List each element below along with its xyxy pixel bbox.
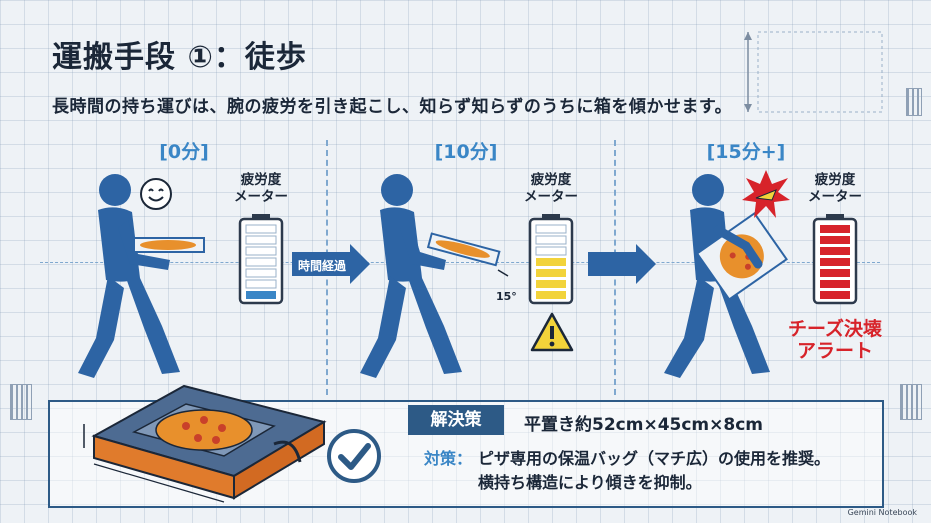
solution-line-2: 横持ち構造により傾きを抑制。 [478, 473, 702, 492]
time-arrow-2 [588, 244, 656, 284]
insulated-bag-illustration [83, 384, 327, 503]
solution-badge: 解決策 [408, 405, 504, 435]
time-label-15: [15分+] [706, 141, 786, 163]
meter-subtitle-10: メーター [524, 189, 578, 205]
fatigue-meter-10 [528, 214, 574, 305]
alert-line-1: チーズ決壊 [787, 318, 883, 340]
cheese-burst-icon [742, 170, 790, 218]
meter-label-15: 疲労度 メーター [790, 172, 880, 206]
credit-label: Gemini Notebook [847, 508, 917, 517]
meter-title-10: 疲労度 [530, 172, 572, 188]
time-arrow-1 [292, 244, 370, 284]
meter-label-10: 疲労度 メーター [506, 172, 596, 206]
meter-title-0: 疲労度 [240, 172, 282, 188]
meter-label-0: 疲労度 メーター [216, 172, 306, 206]
warning-icon [530, 312, 574, 352]
walking-person-15 [664, 174, 788, 378]
bag-dimensions: 平置き約52cm×45cm×8cm [524, 415, 764, 435]
tilt-angle-label: 15° [496, 290, 517, 303]
meter-subtitle-15: メーター [808, 189, 862, 205]
horizon-line [40, 262, 880, 263]
measure-label: 対策： [424, 449, 473, 468]
measure-decoration [744, 31, 883, 113]
alert-line-2: アラート [796, 340, 873, 362]
ruler-decoration [906, 88, 922, 116]
ruler-decoration-left [10, 384, 32, 420]
meter-title-15: 疲労度 [814, 172, 856, 188]
time-label-10: [10分] [434, 141, 498, 163]
time-label-0: [0分] [159, 141, 209, 163]
solution-line-1: ピザ専用の保温バッグ（マチ広）の使用を推奨。 [478, 449, 831, 468]
walking-person-0 [78, 174, 205, 378]
page-subtitle: 長時間の持ち運びは、腕の疲労を引き起こし、知らず知らずのうちに箱を傾かせます。 [52, 97, 733, 117]
page-title: 運搬手段 ①：徒歩 [52, 40, 307, 75]
meter-subtitle-0: メーター [234, 189, 288, 205]
ruler-decoration-right [900, 384, 922, 420]
smiley-icon [140, 178, 172, 210]
fatigue-meter-15 [812, 214, 858, 305]
check-icon [327, 429, 381, 483]
walking-person-10 [360, 174, 509, 378]
cheese-alert: チーズ決壊 アラート [770, 318, 900, 362]
fatigue-meter-0 [238, 214, 284, 305]
time-elapsed-label: 時間経過 [298, 259, 347, 273]
